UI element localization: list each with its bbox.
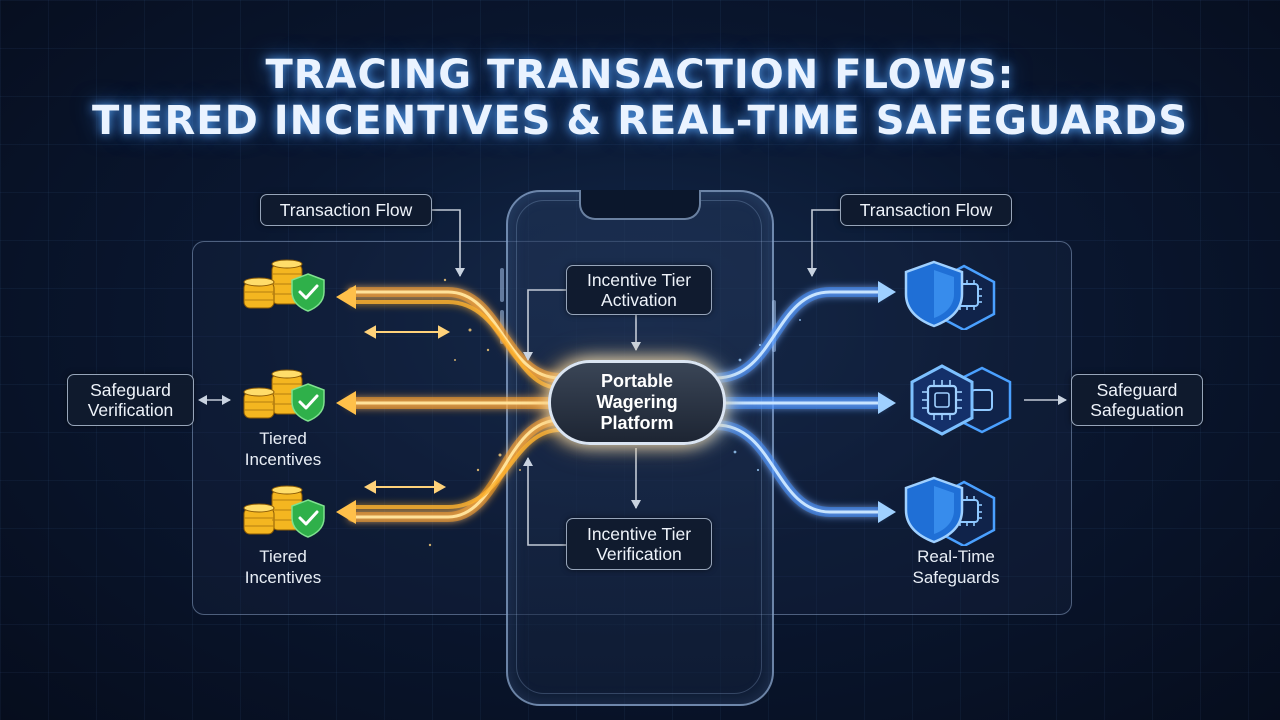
arrowhead-right <box>878 281 896 303</box>
connector-verification-left <box>523 457 566 546</box>
incentive-flows <box>346 287 566 522</box>
connector-transaction-flow-left <box>432 209 465 277</box>
spark-particles <box>733 319 801 472</box>
bidirectional-arrows <box>363 325 451 494</box>
smartphone-notch <box>579 190 701 220</box>
incentive-arrowheads <box>336 285 356 524</box>
label-safeguard-safeguation: Safeguard Safeguation <box>1071 374 1203 426</box>
portable-wagering-platform-node: Portable Wagering Platform <box>548 360 726 445</box>
label-incentive-tier-verification: Incentive Tier Verification <box>566 518 712 570</box>
label-incentive-tier-activation: Incentive Tier Activation <box>566 265 712 315</box>
connector-arrows <box>198 209 1067 546</box>
spark-particles <box>428 278 521 547</box>
label-safeguard-verification: Safeguard Verification <box>67 374 194 426</box>
coin-stack-check-icon <box>243 259 325 312</box>
caption-tiered-incentives: Tiered Incentives <box>244 429 322 469</box>
phone-side-button <box>500 268 504 302</box>
page-title-line-2: TIERED INCENTIVES & REAL-TIME SAFEGUARDS <box>91 98 1189 144</box>
arrowhead-left <box>336 500 356 524</box>
shield-chip-icon <box>904 476 996 546</box>
caption-real-time-safeguards: Real-Time Safeguards <box>912 547 1000 587</box>
label-transaction-flow-right: Transaction Flow <box>840 194 1012 226</box>
connector-activation-left <box>523 289 566 361</box>
page-title-line-1: TRACING TRANSACTION FLOWS: <box>265 52 1015 98</box>
arrowhead-left <box>336 391 356 415</box>
arrowhead-left <box>336 285 356 309</box>
connector-transaction-flow-right <box>807 209 840 277</box>
shield-chip-icon <box>904 260 996 330</box>
incentive-flow-top-2 <box>350 300 562 390</box>
incentive-flow-bottom-2 <box>350 428 562 509</box>
label-transaction-flow-left: Transaction Flow <box>260 194 432 226</box>
arrowhead-right <box>878 392 896 414</box>
chip-hexagon-icon <box>910 364 1012 436</box>
coin-stack-check-icon <box>243 485 325 538</box>
caption-tiered-incentives: Tiered Incentives <box>244 547 322 587</box>
arrowhead-right <box>878 501 896 523</box>
safeguard-arrowheads <box>878 281 896 523</box>
phone-side-button <box>772 300 776 352</box>
coin-stack-check-icon <box>243 369 325 422</box>
safeguard-flows <box>710 287 886 517</box>
